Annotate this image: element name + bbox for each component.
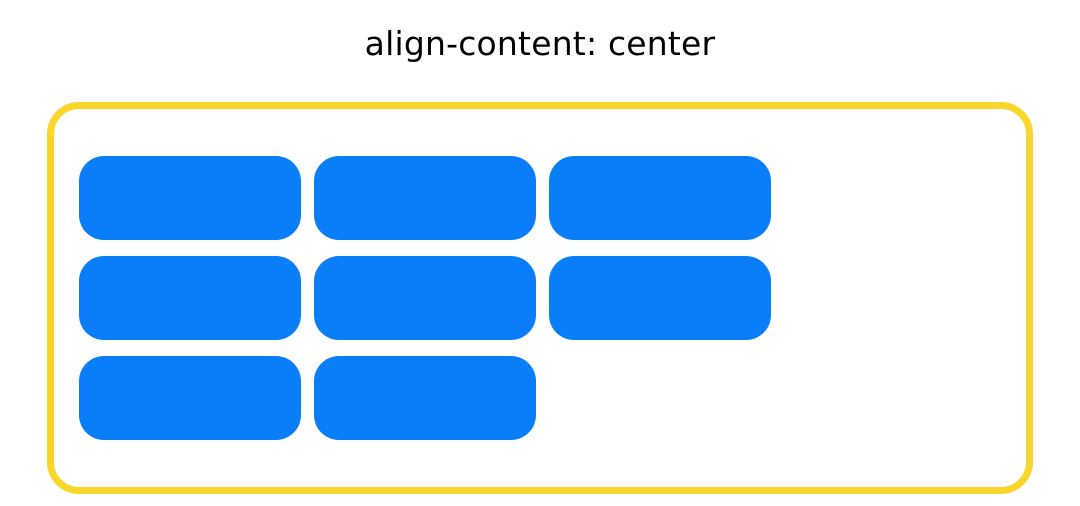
flex-item — [549, 256, 771, 340]
flex-item — [79, 356, 301, 440]
flex-container — [47, 102, 1033, 494]
flex-item — [79, 156, 301, 240]
flex-item — [314, 356, 536, 440]
page-title: align-content: center — [364, 24, 716, 63]
flex-item — [314, 256, 536, 340]
flex-item — [79, 256, 301, 340]
flex-item — [549, 156, 771, 240]
flex-item — [314, 156, 536, 240]
